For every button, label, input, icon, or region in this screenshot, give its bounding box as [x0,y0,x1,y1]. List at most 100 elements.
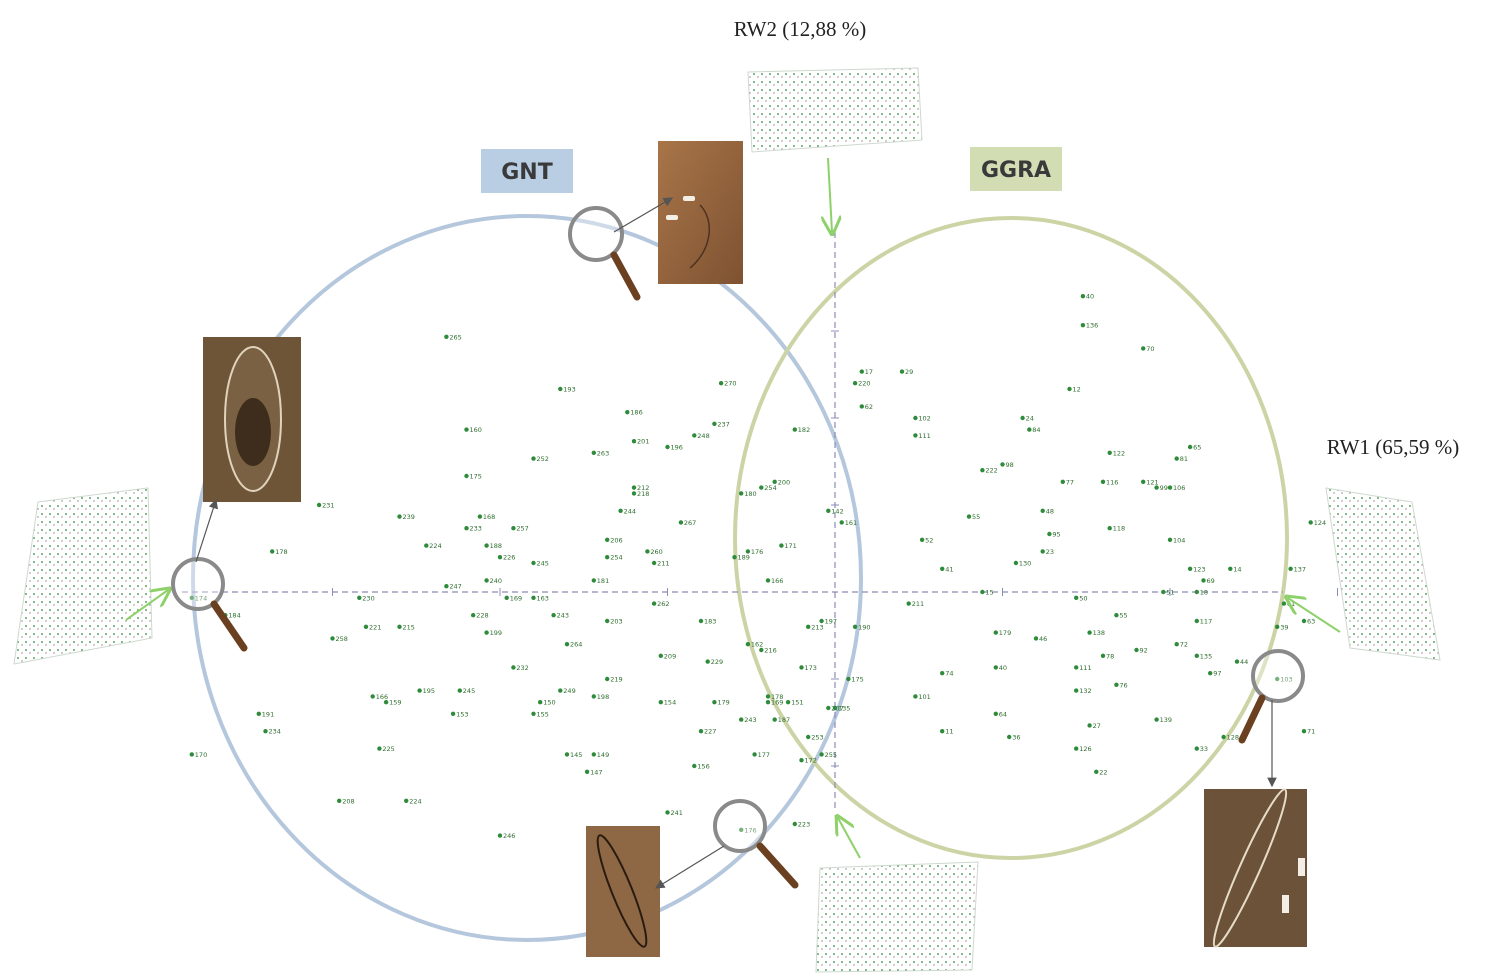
data-point-marker [584,769,590,774]
data-point-marker [940,671,945,676]
data-point-label: 212 [637,484,649,492]
arrow-right [1288,598,1341,633]
data-point-marker [564,752,570,757]
data-point-marker [1234,659,1240,664]
arrow-left [125,590,168,621]
data-point-label: 254 [764,484,776,492]
data-point: 195 [417,687,435,695]
data-point: 262 [651,600,670,608]
data-point-label: 184 [228,612,240,620]
data-point-label: 206 [610,536,622,544]
data-point: 145 [564,751,582,759]
data-point-marker [739,491,744,496]
data-point: 12 [1067,386,1081,394]
data-point-label: 260 [650,548,662,556]
data-point-marker [464,526,469,531]
data-point-marker [1000,462,1005,467]
data-point: 41 [940,565,953,573]
data-point-label: 149 [597,751,609,759]
data-point: 46 [1033,635,1047,643]
data-point-label: 126 [1079,745,1091,753]
data-point-label: 174 [195,594,207,602]
data-point-label: 241 [671,809,683,817]
data-point-label: 203 [610,618,622,626]
data-point: 63 [1301,618,1315,626]
data-point-marker [1027,427,1032,432]
data-point: 18 [1194,589,1208,597]
data-point-marker [1020,415,1025,421]
data-point-marker [511,665,516,670]
data-point-label: 221 [369,623,381,631]
data-point: 186 [625,409,643,417]
data-point: 207 [826,705,844,713]
data-point-label: 162 [751,641,763,649]
data-point: 245 [457,687,475,695]
data-point-marker [477,514,483,519]
data-point: 219 [605,676,623,684]
data-point-label: 95 [1052,531,1060,539]
data-point-marker [806,624,811,629]
data-point-marker [772,717,777,722]
data-point: 177 [752,751,770,759]
data-point-marker [558,688,563,693]
data-point: 149 [591,751,609,759]
data-point: 260 [645,548,663,556]
data-point-marker [484,578,489,583]
data-point: 247 [444,583,462,591]
data-point: 74 [940,670,953,678]
data-point: 136 [1080,322,1098,330]
data-point-marker [859,369,864,374]
data-point: 159 [383,699,402,707]
data-point-marker [1007,734,1012,740]
data-point-marker [1301,729,1307,734]
data-point: 50 [1074,594,1087,602]
data-point-label: 130 [1019,560,1031,568]
data-point-label: 24 [1026,415,1034,423]
data-point: 254 [759,484,777,492]
data-point-label: 78 [1106,652,1114,660]
data-point-marker [1275,676,1280,682]
data-point-label: 101 [918,693,930,701]
data-point-marker [404,798,409,803]
data-point-marker [270,549,275,554]
data-point-marker [450,711,456,716]
data-point-label: 62 [865,403,873,411]
data-point: 24 [1020,415,1034,423]
data-point: 203 [605,618,623,626]
data-point: 72 [1174,641,1188,649]
data-point-marker [739,827,744,832]
data-point: 130 [1013,560,1031,568]
data-point: 270 [718,380,737,388]
data-point: 147 [584,768,603,776]
data-point: 154 [658,699,676,707]
data-point-marker [779,543,784,548]
data-point: 218 [631,490,649,498]
data-point: 118 [1107,525,1125,533]
data-point-marker [1040,549,1045,554]
data-point: 181 [591,577,609,585]
data-point-marker [745,642,751,647]
data-point-marker [665,444,670,450]
data-point: 212 [631,484,649,492]
data-point-marker [859,404,864,409]
data-point-label: 262 [657,600,669,608]
data-point-marker [852,624,858,629]
data-point: 240 [484,577,502,585]
data-point: 224 [424,542,442,550]
data-point-label: 228 [476,612,488,620]
data-point: 234 [263,728,281,736]
data-point-marker [263,729,268,734]
data-point: 243 [551,612,569,620]
data-point-marker [424,543,429,548]
data-point: 124 [1308,519,1326,527]
data-point-marker [1187,566,1193,571]
data-point: 245 [531,560,549,568]
data-point-marker [484,543,489,548]
data-point-marker [330,636,335,641]
data-point: 215 [397,623,415,631]
data-point-marker [819,618,824,624]
data-point: 199 [484,629,502,637]
data-point: 132 [1074,687,1092,695]
data-point: 163 [531,594,549,602]
data-point-marker [678,520,684,525]
